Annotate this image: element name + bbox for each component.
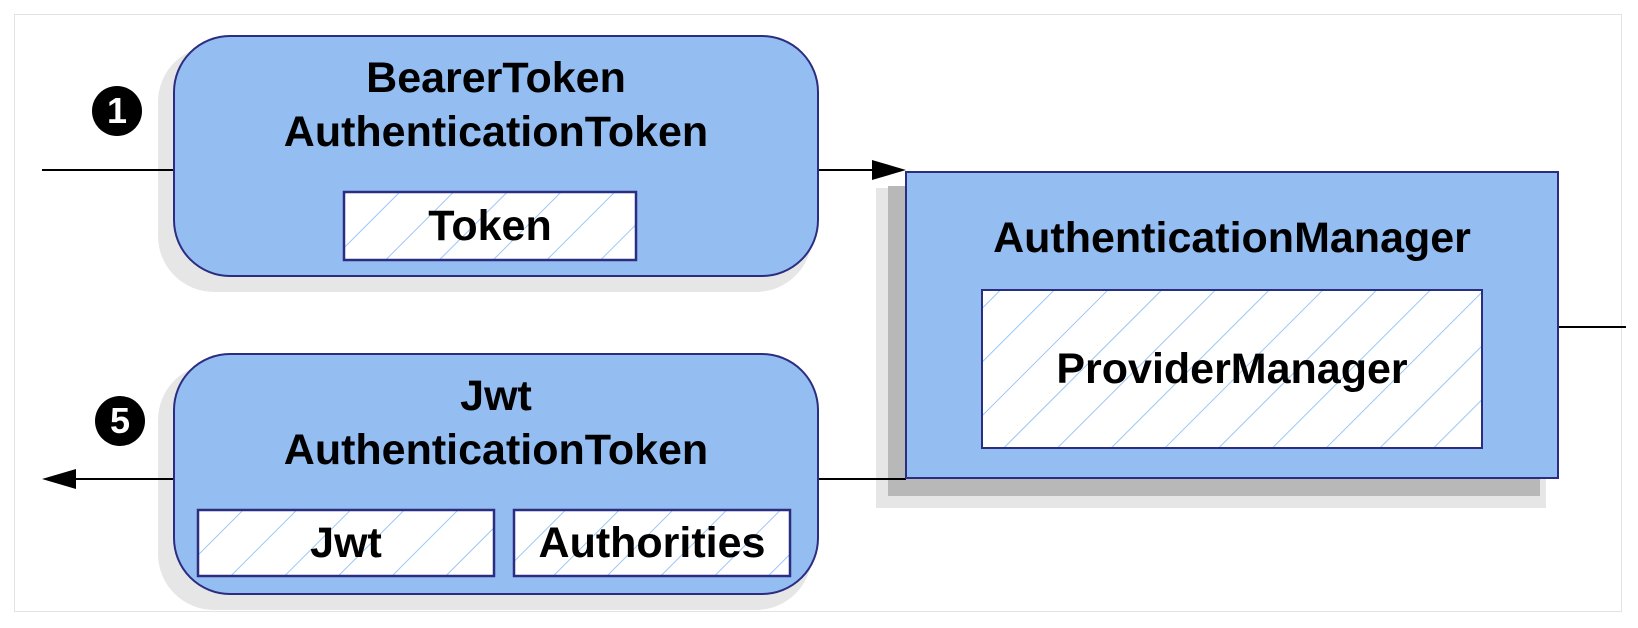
token-field-box	[342, 190, 638, 262]
bearer-token-box	[173, 35, 819, 277]
step-5-number: 5	[109, 400, 131, 441]
step-5-badge: 5	[95, 396, 145, 446]
jwt-field-label: Jwt	[310, 519, 382, 567]
arrowhead-right	[872, 160, 906, 180]
provider-manager-label: ProviderManager	[1056, 345, 1408, 393]
jwt-token-title-line1: Jwt	[460, 372, 532, 420]
bearer-token-title-line1: BearerToken	[366, 54, 626, 102]
step-1-badge: 1	[92, 86, 142, 136]
authorities-field-box	[512, 508, 792, 578]
token-field-label: Token	[428, 202, 552, 250]
jwt-field-box	[196, 508, 496, 578]
step-1-number: 1	[106, 90, 128, 131]
provider-manager-box	[981, 289, 1483, 449]
jwt-token-title-line2: AuthenticationToken	[283, 426, 709, 474]
bearer-token-title-line2: AuthenticationToken	[283, 108, 709, 156]
auth-manager-title: AuthenticationManager	[993, 214, 1471, 262]
arrowhead-left	[42, 469, 76, 489]
authorities-field-label: Authorities	[538, 519, 766, 567]
